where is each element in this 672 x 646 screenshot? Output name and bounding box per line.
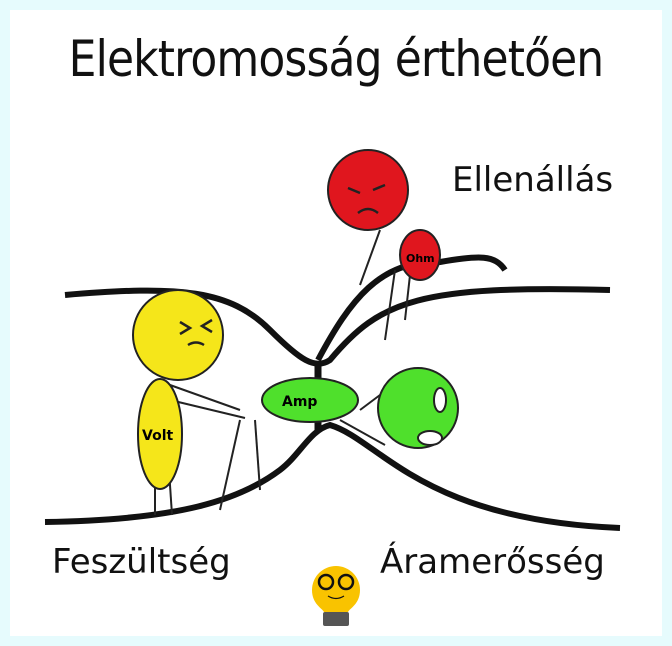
- lightbulb-logo: [312, 566, 360, 626]
- volt-character: [132, 289, 261, 516]
- ohm-character: [327, 149, 441, 341]
- wire-lower: [44, 421, 621, 531]
- ohm-label: Ohm: [406, 252, 435, 265]
- label-current: Áramerősség: [380, 542, 605, 582]
- label-resistance: Ellenállás: [452, 160, 614, 200]
- amp-label: Amp: [282, 394, 317, 410]
- illustration-panel: [10, 10, 662, 636]
- amp-character: [261, 367, 459, 449]
- volt-label: Volt: [142, 428, 173, 444]
- page-title: Elektromosság érthetően: [68, 30, 605, 88]
- label-voltage: Feszültség: [52, 542, 231, 582]
